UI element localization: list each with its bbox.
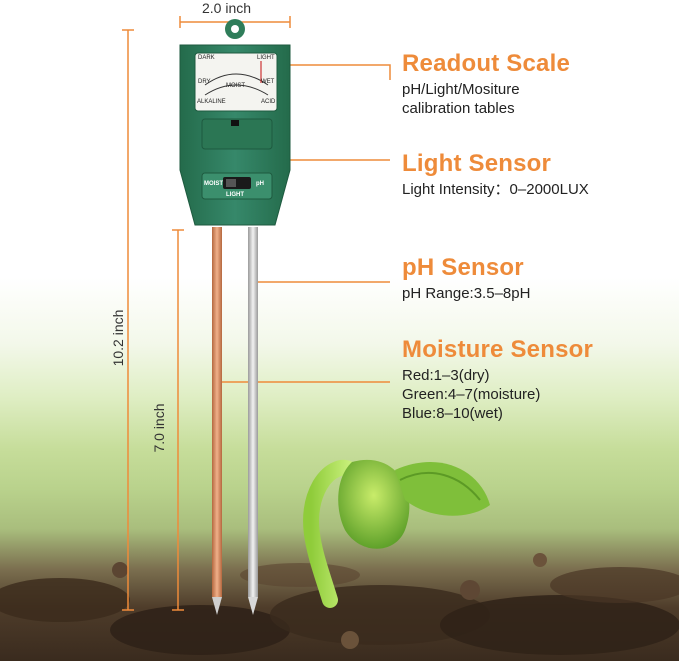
dial-label-acid: ACID [261,99,276,105]
callout-line: Light Intensity：0–2000LUX [402,181,589,198]
dial-label-alkaline: ALKALINE [197,99,226,105]
dial-label-wet: WET [261,79,275,85]
dial-label-dark: DARK [198,55,215,61]
switch-label-ph: pH [256,181,264,187]
callout-moisture-sensor: Moisture Sensor Red:1–3(dry) Green:4–7(m… [402,336,593,423]
callout-line: pH Range:3.5–8pH [402,285,531,302]
callout-light-sensor: Light Sensor Light Intensity：0–2000LUX [402,150,589,199]
soil-clumps [0,553,679,655]
callout-line: Red:1–3(dry) [402,367,490,384]
total-height-label: 10.2 inch [110,309,126,367]
width-dimension-label: 2.0 inch [202,0,252,16]
callout-readout-scale: Readout Scale pH/Light/Mositure calibrat… [402,50,570,118]
callout-title: Moisture Sensor [402,336,594,363]
dial-label-moist: MOIST [226,83,245,89]
soil-meter-device [179,19,291,615]
dial-label-light: LIGHT [257,55,275,61]
dial-labels: DARK LIGHT DRY MOIST WET ALKALINE ACID [195,53,277,111]
callout-title: pH Sensor [402,254,524,281]
callout-title: Readout Scale [402,50,570,77]
switch-label-light: LIGHT [226,192,244,198]
callout-ph-sensor: pH Sensor pH Range:3.5–8pH [402,254,530,303]
callout-line: pH/Light/Mositure [402,81,520,98]
callout-line: calibration tables [402,100,515,117]
callout-line: Green:4–7(moisture) [402,386,541,403]
callout-line: Blue:8–10(wet) [402,405,503,422]
sprout [303,459,490,608]
dial-label-dry: DRY [198,79,211,85]
switch-label-moist: MOIST [204,181,223,187]
callout-title: Light Sensor [402,150,552,177]
